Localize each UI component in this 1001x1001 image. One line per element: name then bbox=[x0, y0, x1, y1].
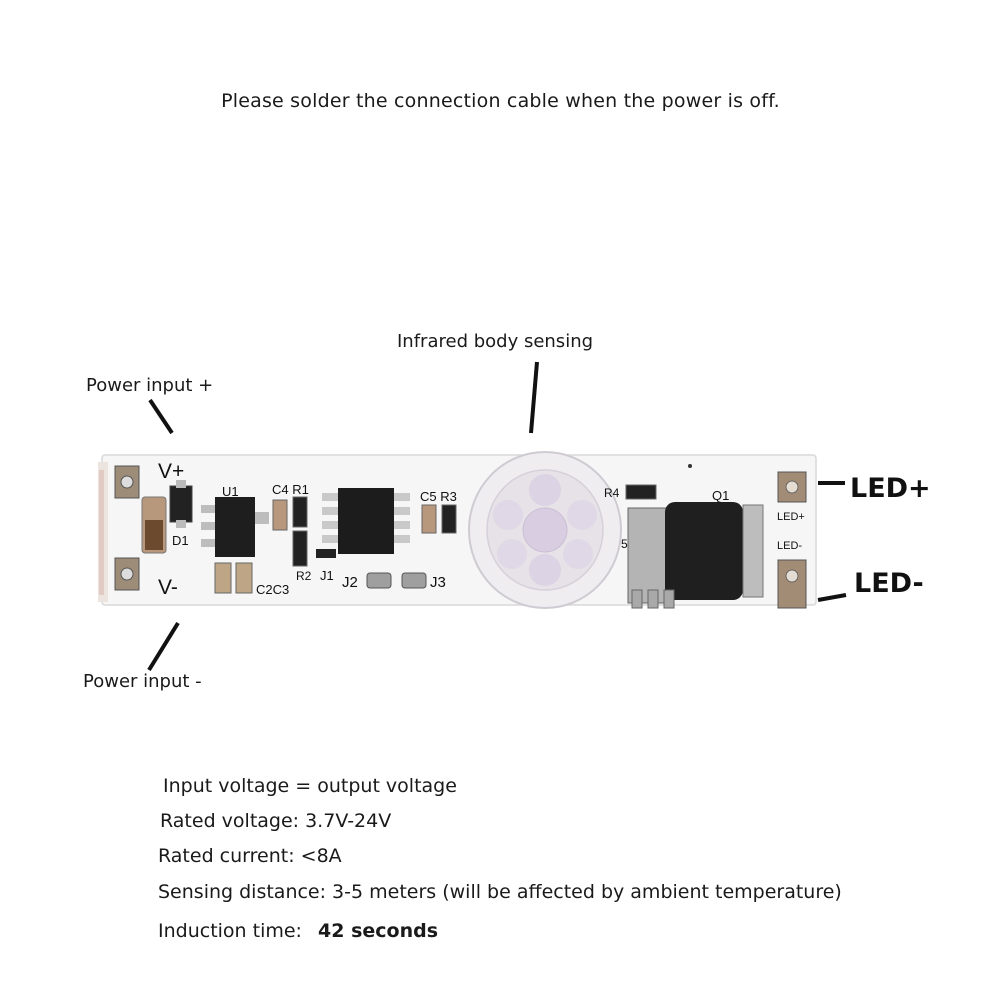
silk-r4: R4 bbox=[604, 486, 620, 500]
spec-rated-current: Rated current: <8A bbox=[158, 845, 342, 867]
resistor-r2 bbox=[292, 530, 308, 567]
silk-v-plus: V+ bbox=[158, 460, 184, 483]
silk-led-minus: LED- bbox=[777, 540, 802, 552]
led-minus-pad bbox=[777, 559, 807, 609]
infrared-leader-line bbox=[529, 361, 539, 434]
spec-sensing-distance: Sensing distance: 3-5 meters (will be af… bbox=[158, 881, 842, 903]
jumper-j3-pad bbox=[401, 572, 427, 589]
silk-c4r1: C4 R1 bbox=[272, 482, 309, 497]
silk-j2: J2 bbox=[342, 574, 358, 591]
jumper-j2-pad bbox=[366, 572, 392, 589]
led-minus-label: LED- bbox=[854, 568, 924, 599]
capacitor-c3 bbox=[235, 562, 253, 594]
power-minus-leader-line bbox=[147, 621, 180, 672]
silk-j3: J3 bbox=[430, 574, 446, 591]
power-input-minus-label: Power input - bbox=[83, 671, 202, 692]
chip-main-ic bbox=[338, 488, 394, 554]
capacitor-c5 bbox=[421, 504, 437, 534]
mosfet-tab bbox=[627, 507, 667, 604]
power-input-plus-label: Power input + bbox=[86, 375, 214, 396]
resistor-r1 bbox=[292, 496, 308, 528]
power-plus-leader-line bbox=[148, 398, 174, 435]
mosfet-q1 bbox=[665, 502, 743, 600]
pir-lens bbox=[468, 451, 622, 609]
capacitor-c4 bbox=[272, 499, 288, 531]
silk-r5: 5 bbox=[621, 537, 628, 551]
spec-rated-voltage: Rated voltage: 3.7V-24V bbox=[160, 810, 392, 832]
silk-d1: D1 bbox=[172, 533, 189, 548]
chip-u1 bbox=[215, 497, 255, 557]
led-minus-leader-line bbox=[817, 593, 847, 602]
silk-u1: U1 bbox=[222, 484, 239, 499]
silk-v-minus: V- bbox=[158, 576, 178, 599]
silk-q1: Q1 bbox=[712, 488, 729, 503]
spec-induction-time: Induction time: 42 seconds bbox=[158, 920, 438, 942]
silk-c2c3: C2C3 bbox=[256, 582, 289, 597]
induction-time-label: Induction time: bbox=[158, 920, 302, 942]
power-minus-pad bbox=[114, 557, 140, 591]
resistor-r3 bbox=[441, 504, 457, 534]
diode-d1 bbox=[169, 485, 193, 523]
spec-input-voltage: Input voltage = output voltage bbox=[163, 775, 457, 797]
silk-c5r3: C5 R3 bbox=[420, 489, 457, 504]
solder-notice: Please solder the connection cable when … bbox=[221, 90, 780, 112]
capacitor-c2 bbox=[214, 562, 232, 594]
silk-j1: J1 bbox=[320, 568, 334, 583]
jumper-j1 bbox=[316, 549, 336, 558]
resistor-r4 bbox=[625, 484, 657, 500]
silk-led-plus: LED+ bbox=[777, 511, 805, 523]
pcb-board: V+ V- U1 D1 C4 R1 C5 R3 R2 J1 J2 J3 C2C3… bbox=[98, 451, 817, 609]
induction-time-value: 42 seconds bbox=[318, 920, 439, 942]
silk-r2: R2 bbox=[296, 569, 312, 583]
led-plus-label: LED+ bbox=[850, 473, 931, 504]
infrared-sensing-label: Infrared body sensing bbox=[397, 331, 594, 352]
